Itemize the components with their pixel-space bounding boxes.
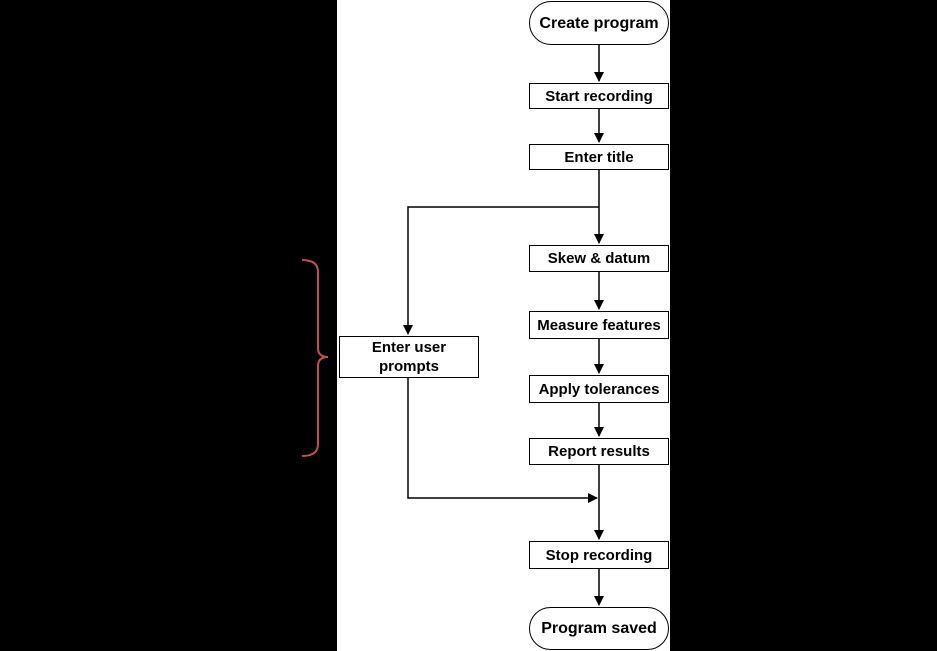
node-program-saved: Program saved xyxy=(529,607,669,650)
node-apply-tolerances: Apply tolerances xyxy=(529,375,669,403)
edge-enter-title-to-enter-user-prompts xyxy=(403,206,599,335)
node-start-recording: Start recording xyxy=(529,83,669,109)
curly-brace-annotation xyxy=(301,259,329,457)
node-label: Enter title xyxy=(564,148,634,166)
node-label: Program saved xyxy=(541,620,657,637)
node-skew-datum: Skew & datum xyxy=(529,245,669,272)
node-label: Enter user prompts xyxy=(371,339,447,375)
node-create-program: Create program xyxy=(529,1,669,45)
node-enter-user-prompts: Enter user prompts xyxy=(339,336,479,378)
node-stop-recording: Stop recording xyxy=(529,541,669,569)
node-label: Skew & datum xyxy=(547,250,651,267)
node-label: Report results xyxy=(548,443,650,460)
node-label: Start recording xyxy=(545,87,653,105)
node-label: Measure features xyxy=(537,316,661,334)
node-label: Create program xyxy=(539,14,659,32)
node-label: Stop recording xyxy=(545,546,653,564)
node-enter-title: Enter title xyxy=(529,144,669,170)
node-label: Apply tolerances xyxy=(538,380,660,398)
node-measure-features: Measure features xyxy=(529,311,669,339)
node-report-results: Report results xyxy=(529,438,669,465)
edge-enter-user-prompts-to-stop-recording xyxy=(407,378,598,503)
